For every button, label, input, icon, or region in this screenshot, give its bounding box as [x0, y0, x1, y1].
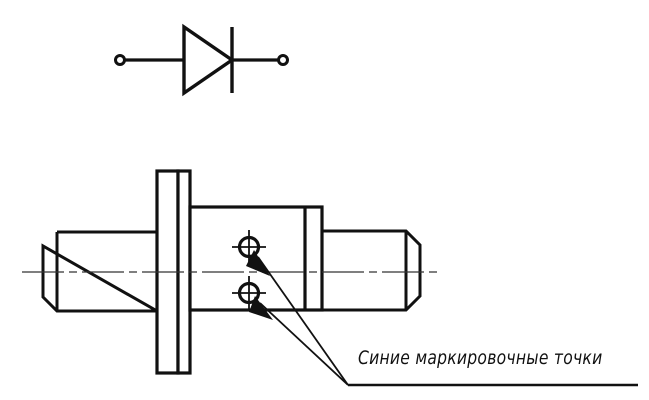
marking-point-upper-circle-icon: [237, 235, 261, 259]
diode-schematic-symbol: [114, 23, 289, 97]
part-outline-view: [22, 169, 440, 375]
terminal-right-icon: [277, 54, 289, 66]
left-lead-outline: [41, 230, 163, 313]
marking-point-lower[interactable]: [232, 276, 266, 310]
leader-line-lower: [259, 302, 349, 386]
leader-lines-group: [246, 250, 638, 387]
leader-arrowhead-lower-icon: [249, 296, 273, 320]
marking-point-upper[interactable]: [232, 230, 266, 264]
leader-arrowhead-upper-icon: [246, 250, 270, 276]
diode-anode-triangle-icon: [182, 23, 236, 97]
right-lead-outline: [322, 229, 422, 312]
marking-annotation-label: Синие маркировочные точки: [358, 347, 603, 369]
marking-points-group: [232, 230, 266, 310]
leader-line-upper: [257, 256, 349, 386]
marking-point-lower-circle-icon: [237, 281, 261, 305]
terminal-left-icon: [114, 54, 126, 66]
